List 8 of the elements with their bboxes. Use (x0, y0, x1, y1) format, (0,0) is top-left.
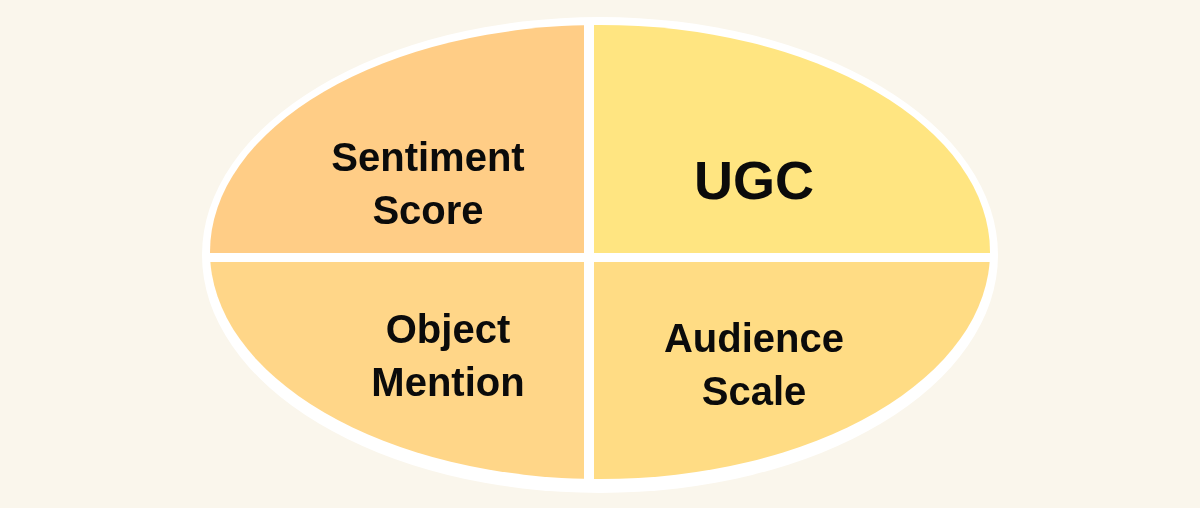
quadrant-segment (210, 262, 584, 479)
quadrant-label: Sentiment Score (331, 134, 525, 234)
quadrant-label: Object Mention (371, 306, 525, 406)
quadrant-label: UGC (694, 148, 814, 212)
quadrant-segment (594, 25, 990, 253)
quadrant-label: Audience Scale (662, 315, 845, 415)
quadrant-segment (594, 262, 990, 479)
quadrant-segment (210, 25, 584, 253)
